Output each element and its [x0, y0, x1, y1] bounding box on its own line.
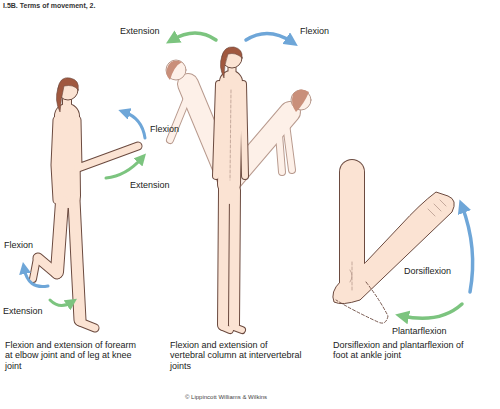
hair — [56, 78, 78, 112]
movement-label: Flexion — [150, 124, 179, 134]
copyright-note: © Lippincott Williams & Wilkins — [185, 394, 267, 401]
axis-line — [352, 262, 353, 290]
arm — [243, 84, 245, 176]
arm — [55, 120, 57, 200]
extension-arrow — [172, 33, 216, 40]
figure-fill — [33, 100, 138, 328]
flexion-arrow — [246, 33, 292, 42]
thigh — [57, 202, 62, 272]
movement-label: Extension — [120, 26, 160, 36]
arm — [216, 84, 219, 176]
arm — [285, 116, 292, 170]
woman-figure-left — [24, 78, 145, 328]
spine-line — [230, 90, 231, 180]
arm — [278, 122, 282, 172]
leg — [74, 200, 80, 320]
hair — [166, 61, 182, 80]
foot — [80, 322, 95, 328]
arm — [216, 84, 219, 176]
figure-caption: Flexion and extension of forearm at elbo… — [5, 340, 145, 371]
movement-label: Extension — [130, 180, 170, 190]
arm — [77, 120, 138, 168]
shank — [38, 258, 57, 274]
torso — [229, 82, 231, 184]
toe-lines — [428, 200, 446, 216]
extension-arrow — [50, 300, 72, 306]
head — [166, 60, 186, 80]
leg — [223, 190, 224, 325]
foot — [234, 327, 242, 330]
foot — [223, 327, 230, 330]
arm — [77, 120, 138, 168]
extension-arrow — [106, 158, 142, 178]
foot — [223, 327, 230, 330]
figure-fill — [216, 68, 245, 330]
torso — [229, 82, 231, 184]
figure-caption: Flexion and extension of vertebral colum… — [170, 340, 305, 371]
hips — [219, 186, 239, 194]
torso — [67, 116, 68, 196]
shin-edge — [340, 172, 364, 176]
movement-label: Extension — [3, 306, 43, 316]
flexion-arrow — [24, 268, 48, 287]
figure-outline — [33, 100, 138, 328]
arm — [55, 120, 57, 200]
movement-label: Plantarflexion — [392, 326, 447, 336]
movement-label: Dorsiflexion — [404, 266, 451, 276]
arm — [278, 122, 282, 172]
foot — [33, 258, 37, 279]
foot — [80, 322, 95, 328]
hair — [292, 89, 309, 112]
leg — [223, 190, 224, 325]
figure-caption: Dorsiflexion and plantarflexion of foot … — [333, 340, 473, 361]
torso — [67, 116, 68, 196]
leg — [74, 200, 80, 320]
hair — [220, 47, 242, 78]
dorsiflexion-arrow — [462, 206, 473, 292]
movement-label: Flexion — [300, 26, 329, 36]
leg — [234, 190, 235, 325]
figure-title: I.5B. Terms of movement, 2. — [3, 2, 95, 10]
plantarflexed-foot-outline — [336, 282, 388, 323]
arm — [243, 84, 245, 176]
leg — [234, 190, 235, 325]
foot — [33, 258, 37, 279]
flexion-arrow — [124, 112, 145, 138]
thigh — [57, 202, 62, 272]
plantarflexion-arrow — [402, 304, 462, 318]
foot — [234, 327, 242, 330]
movement-label: Flexion — [4, 240, 33, 250]
figure-outline — [216, 68, 245, 330]
foot-figure — [333, 172, 473, 323]
woman-figure-middle — [166, 33, 311, 330]
